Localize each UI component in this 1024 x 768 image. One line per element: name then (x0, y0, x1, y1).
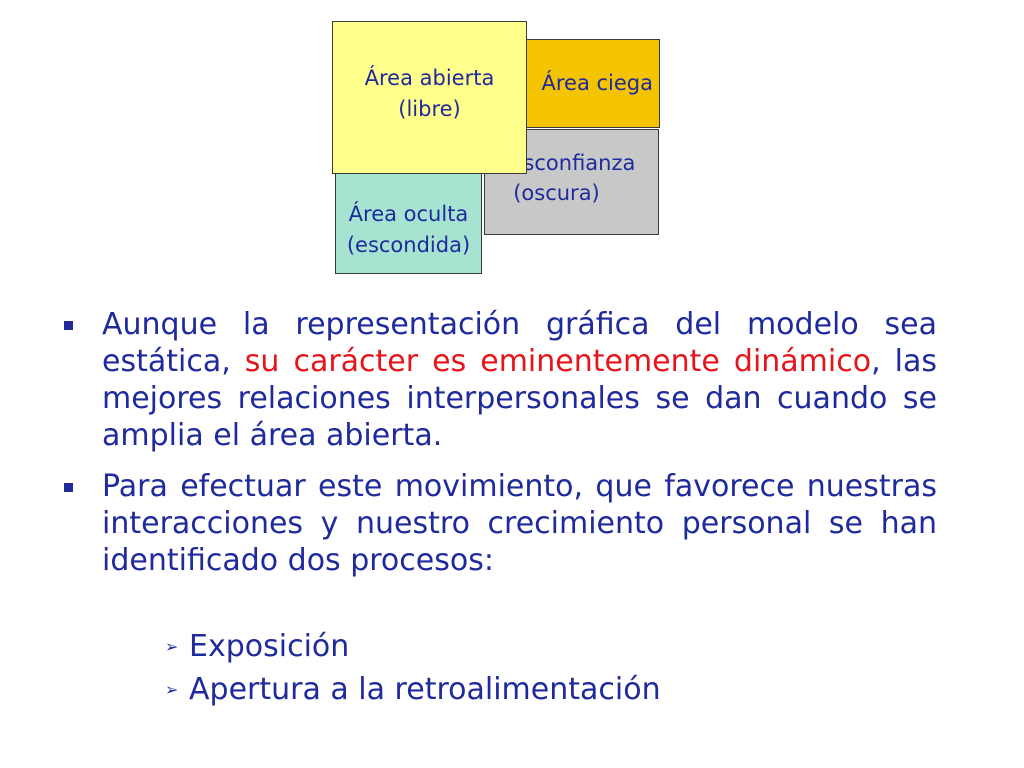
hidden-area-label: Área oculta (348, 202, 469, 227)
bullet-item: Aunque la representación gráfica del mod… (64, 306, 937, 454)
chevron-right-icon: ➢ (165, 680, 179, 699)
bullet-text-before: Aunque la representación gráfica del mod… (102, 307, 937, 379)
process-label: Exposición (189, 629, 350, 664)
square-bullet-icon (64, 483, 73, 492)
bullet-text: Para efectuar este movimiento, que favor… (102, 469, 937, 578)
process-list: ➢ Exposición ➢ Apertura a la retroalimen… (165, 625, 661, 711)
unknown-area-sublabel: (oscura) (513, 181, 600, 205)
chevron-right-icon: ➢ (165, 637, 179, 656)
process-label: Apertura a la retroalimentación (189, 672, 661, 707)
bullet-text-after: , las mejores relaciones interpersonales… (102, 344, 938, 453)
bullet-list: Aunque la representación gráfica del mod… (64, 306, 937, 593)
open-area-sublabel: (libre) (398, 96, 461, 121)
hidden-area-sublabel: (escondida) (346, 232, 471, 257)
bullet-text-highlight: su carácter es eminentemente dinámico (244, 344, 872, 379)
process-item: ➢ Exposición (165, 625, 661, 668)
square-bullet-icon (64, 321, 73, 330)
open-area-label: Área abierta (364, 66, 495, 91)
open-area-box: Área abierta (libre) (332, 21, 527, 174)
bullet-item: Para efectuar este movimiento, que favor… (64, 468, 937, 579)
blind-area-label: Área ciega (541, 71, 653, 96)
blind-area-box: Área ciega (513, 39, 660, 128)
process-item: ➢ Apertura a la retroalimentación (165, 668, 661, 711)
hidden-area-box: Área oculta (escondida) (335, 165, 482, 274)
